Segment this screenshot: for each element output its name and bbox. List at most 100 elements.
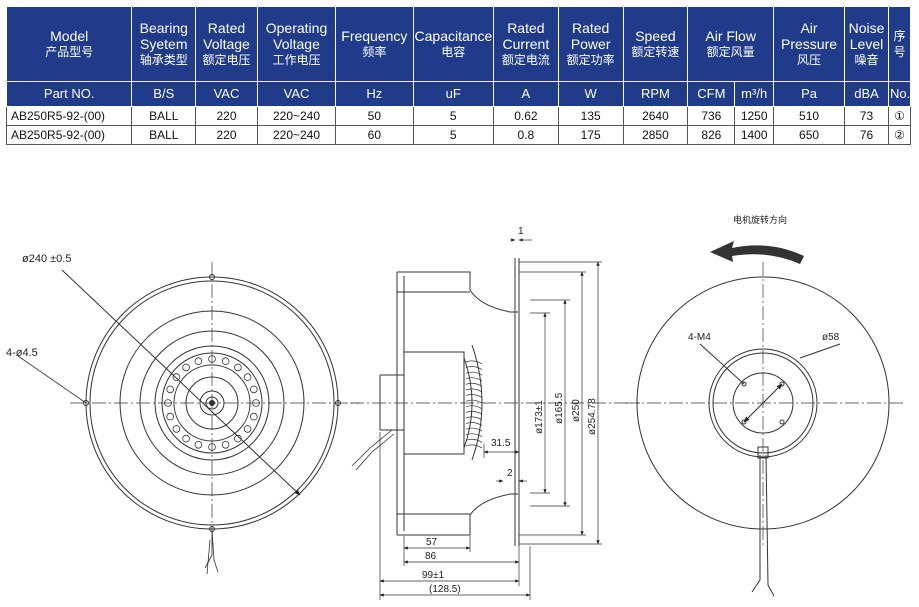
rear-diameter-label: ø58 <box>822 332 840 343</box>
dim-31-5: 31.5 <box>491 438 511 449</box>
header-cn-label: 风压 <box>797 53 822 67</box>
dia-165-5: ø165.5 <box>554 392 565 424</box>
hub-hole <box>172 373 181 381</box>
table-cell: 73 <box>844 106 889 126</box>
table-cell: 175 <box>557 125 624 145</box>
header-cn-label: 序号 <box>893 29 906 59</box>
dim-99: 99±1 <box>422 570 445 581</box>
header-en-label: Speed <box>635 28 676 44</box>
header-cn-label: 额定功率 <box>566 53 615 67</box>
impeller-blade <box>465 427 483 432</box>
header-en-label: Model <box>50 28 89 44</box>
hub-hole <box>234 363 242 372</box>
unit-cell-8: RPM <box>622 81 689 107</box>
dim-2: 2 <box>507 468 513 479</box>
dia-173: ø173±1 <box>534 400 545 434</box>
dim-86: 86 <box>425 551 437 562</box>
table-cell: 76 <box>844 125 889 145</box>
front-holes-label: 4-ø4.5 <box>6 347 38 359</box>
table-cell: 650 <box>772 125 846 145</box>
header-en-label: Capacitance <box>414 28 493 44</box>
impeller-blade <box>465 360 483 365</box>
header-cn-label: 产品型号 <box>45 45 94 59</box>
impeller-blade <box>465 388 483 393</box>
table-cell: BALL <box>131 106 197 126</box>
unit-cell-3: VAC <box>256 81 337 107</box>
dia-250: ø250 <box>571 399 582 422</box>
impeller-blade <box>465 410 483 415</box>
table-cell: 220~240 <box>256 125 337 145</box>
hub-hole <box>166 412 175 421</box>
impeller-blade <box>465 399 483 404</box>
unit-cell-10: m³/h <box>734 81 774 107</box>
hub-hole <box>164 399 172 407</box>
hub-hole <box>243 373 252 381</box>
hub-hole <box>208 443 216 451</box>
header-en-label: Operating Voltage <box>265 20 328 52</box>
unit-cell-5: uF <box>412 81 494 107</box>
unit-cell-9: CFM <box>687 81 736 107</box>
table-cell: BALL <box>131 125 197 145</box>
table-cell: 2640 <box>622 106 689 126</box>
header-cn-label: 电容 <box>441 45 466 59</box>
hub-hole <box>194 357 203 366</box>
rotation-arrow-icon <box>710 241 804 264</box>
table-cell: 60 <box>335 125 414 145</box>
side-wire <box>351 429 395 471</box>
table-cell: 5 <box>412 125 494 145</box>
header-en-label: Air Flow <box>705 28 756 44</box>
header-en-label: Rated Power <box>570 20 611 52</box>
impeller-blade <box>465 382 483 387</box>
table-cell: 736 <box>687 106 736 126</box>
impeller-blade <box>465 366 483 370</box>
impeller-blade <box>465 377 483 382</box>
header-en-label: Frequency <box>341 28 408 44</box>
header-cn-label: 额定转速 <box>631 45 680 59</box>
table-cell: ② <box>887 125 912 145</box>
hub-hole <box>252 399 260 407</box>
unit-cell-13: No. <box>887 81 912 107</box>
table-cell: 220 <box>195 125 258 145</box>
table-cell: 220~240 <box>256 106 337 126</box>
side-dimensions <box>379 238 602 600</box>
header-en-label: Noise Level <box>848 20 885 52</box>
impeller-blade <box>465 394 483 398</box>
header-en-label: Air Pressure <box>781 20 838 52</box>
front-outer-diameter-label: ø240 ±0.5 <box>22 253 71 265</box>
impeller-blade <box>465 416 483 421</box>
impeller-blade <box>465 371 483 376</box>
table-cell: AB250R5-92-(00) <box>5 106 133 126</box>
hub-hole <box>221 357 230 366</box>
header-cn-label: 额定电流 <box>501 53 550 67</box>
header-en-label: Bearing Syetem <box>139 20 188 52</box>
table-cell: AB250R5-92-(00) <box>5 125 133 145</box>
impeller-blade <box>465 405 483 410</box>
header-cn-label: 频率 <box>362 45 387 59</box>
header-cn-label: 工作电压 <box>272 53 321 67</box>
dim-128-5: (128.5) <box>429 584 461 595</box>
hub-hole <box>250 385 258 394</box>
unit-cell-11: Pa <box>772 81 846 107</box>
header-cn-label: 噪音 <box>854 53 879 67</box>
dim-1: 1 <box>518 226 524 237</box>
unit-cell-0: Part NO. <box>5 81 133 107</box>
header-en-label: Rated Voltage <box>203 20 250 52</box>
unit-cell-12: dBA <box>844 81 889 107</box>
hub-hole <box>208 355 216 363</box>
impeller-blade <box>465 438 483 443</box>
table-cell: 826 <box>687 125 736 145</box>
dia-254-78: ø254.78 <box>587 398 598 435</box>
